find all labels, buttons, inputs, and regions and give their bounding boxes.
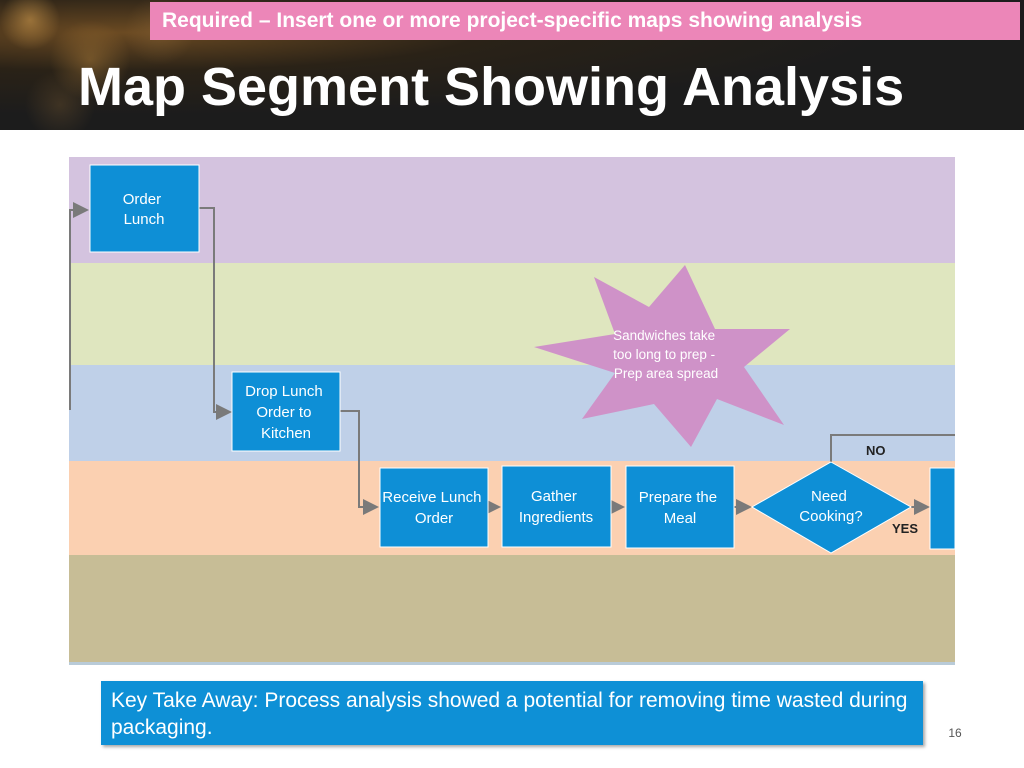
- gather-line-1: Gather: [531, 488, 577, 505]
- drop-lunch-text: Drop Lunch Order to Kitchen: [245, 383, 327, 442]
- lane-bottom-edge: [69, 662, 955, 665]
- need-cooking-line-1: Need: [811, 488, 847, 505]
- lane-2: [69, 263, 955, 365]
- burst-line-3: Prep area spread: [614, 366, 718, 381]
- need-cooking-text: Need Cooking?: [799, 488, 862, 525]
- connector-drop-to-receive: [340, 410, 379, 515]
- burst-line-2: too long to prep -: [613, 347, 715, 362]
- drop-lunch-line-3: Kitchen: [261, 425, 311, 442]
- issue-burst-text: Sandwiches take too long to prep - Prep …: [613, 328, 719, 381]
- order-lunch-line-2: Lunch: [124, 211, 165, 228]
- need-cooking-line-2: Cooking?: [799, 508, 862, 525]
- gather-box: [501, 465, 612, 548]
- drop-lunch-line-2: Order to: [256, 404, 311, 421]
- key-takeaway: Key Take Away: Process analysis showed a…: [101, 681, 923, 745]
- drop-lunch-box: [231, 371, 341, 452]
- receive-lunch-line-1: Receive Lunch: [382, 489, 481, 506]
- prepare-line-1: Prepare the: [639, 489, 717, 506]
- slide-title: Map Segment Showing Analysis: [78, 57, 905, 117]
- drop-lunch-line-1: Drop Lunch: [245, 383, 323, 400]
- header-band: Required – Insert one or more project-sp…: [0, 0, 1024, 130]
- need-cooking-decision: [750, 461, 913, 554]
- gather-text: Gather Ingredients: [519, 488, 593, 526]
- receive-lunch-text: Receive Lunch Order: [382, 489, 485, 527]
- connector-order-to-drop: [199, 207, 232, 420]
- lane-3: [69, 365, 955, 461]
- receive-lunch-box: [379, 467, 489, 548]
- page-number: 16: [948, 726, 962, 740]
- order-lunch-line-1: Order: [123, 191, 161, 208]
- connector-incoming: [69, 202, 89, 410]
- prepare-box: [625, 465, 735, 549]
- next-step-box-partial: [929, 467, 955, 550]
- burst-line-1: Sandwiches take: [613, 328, 715, 343]
- connector-no-loop: [830, 434, 955, 462]
- yes-label: YES: [892, 521, 918, 536]
- lane-1: [69, 157, 955, 263]
- required-banner: Required – Insert one or more project-sp…: [150, 2, 1020, 40]
- lane-5: [69, 555, 955, 662]
- receive-lunch-line-2: Order: [415, 510, 453, 527]
- issue-burst: [534, 265, 790, 447]
- prepare-line-2: Meal: [664, 510, 697, 527]
- order-lunch-text: Order Lunch: [123, 191, 166, 228]
- gather-line-2: Ingredients: [519, 509, 593, 526]
- process-map: Sandwiches take too long to prep - Prep …: [69, 157, 955, 665]
- prepare-text: Prepare the Meal: [639, 489, 722, 527]
- order-lunch-box: [89, 164, 200, 253]
- no-label: NO: [866, 443, 886, 458]
